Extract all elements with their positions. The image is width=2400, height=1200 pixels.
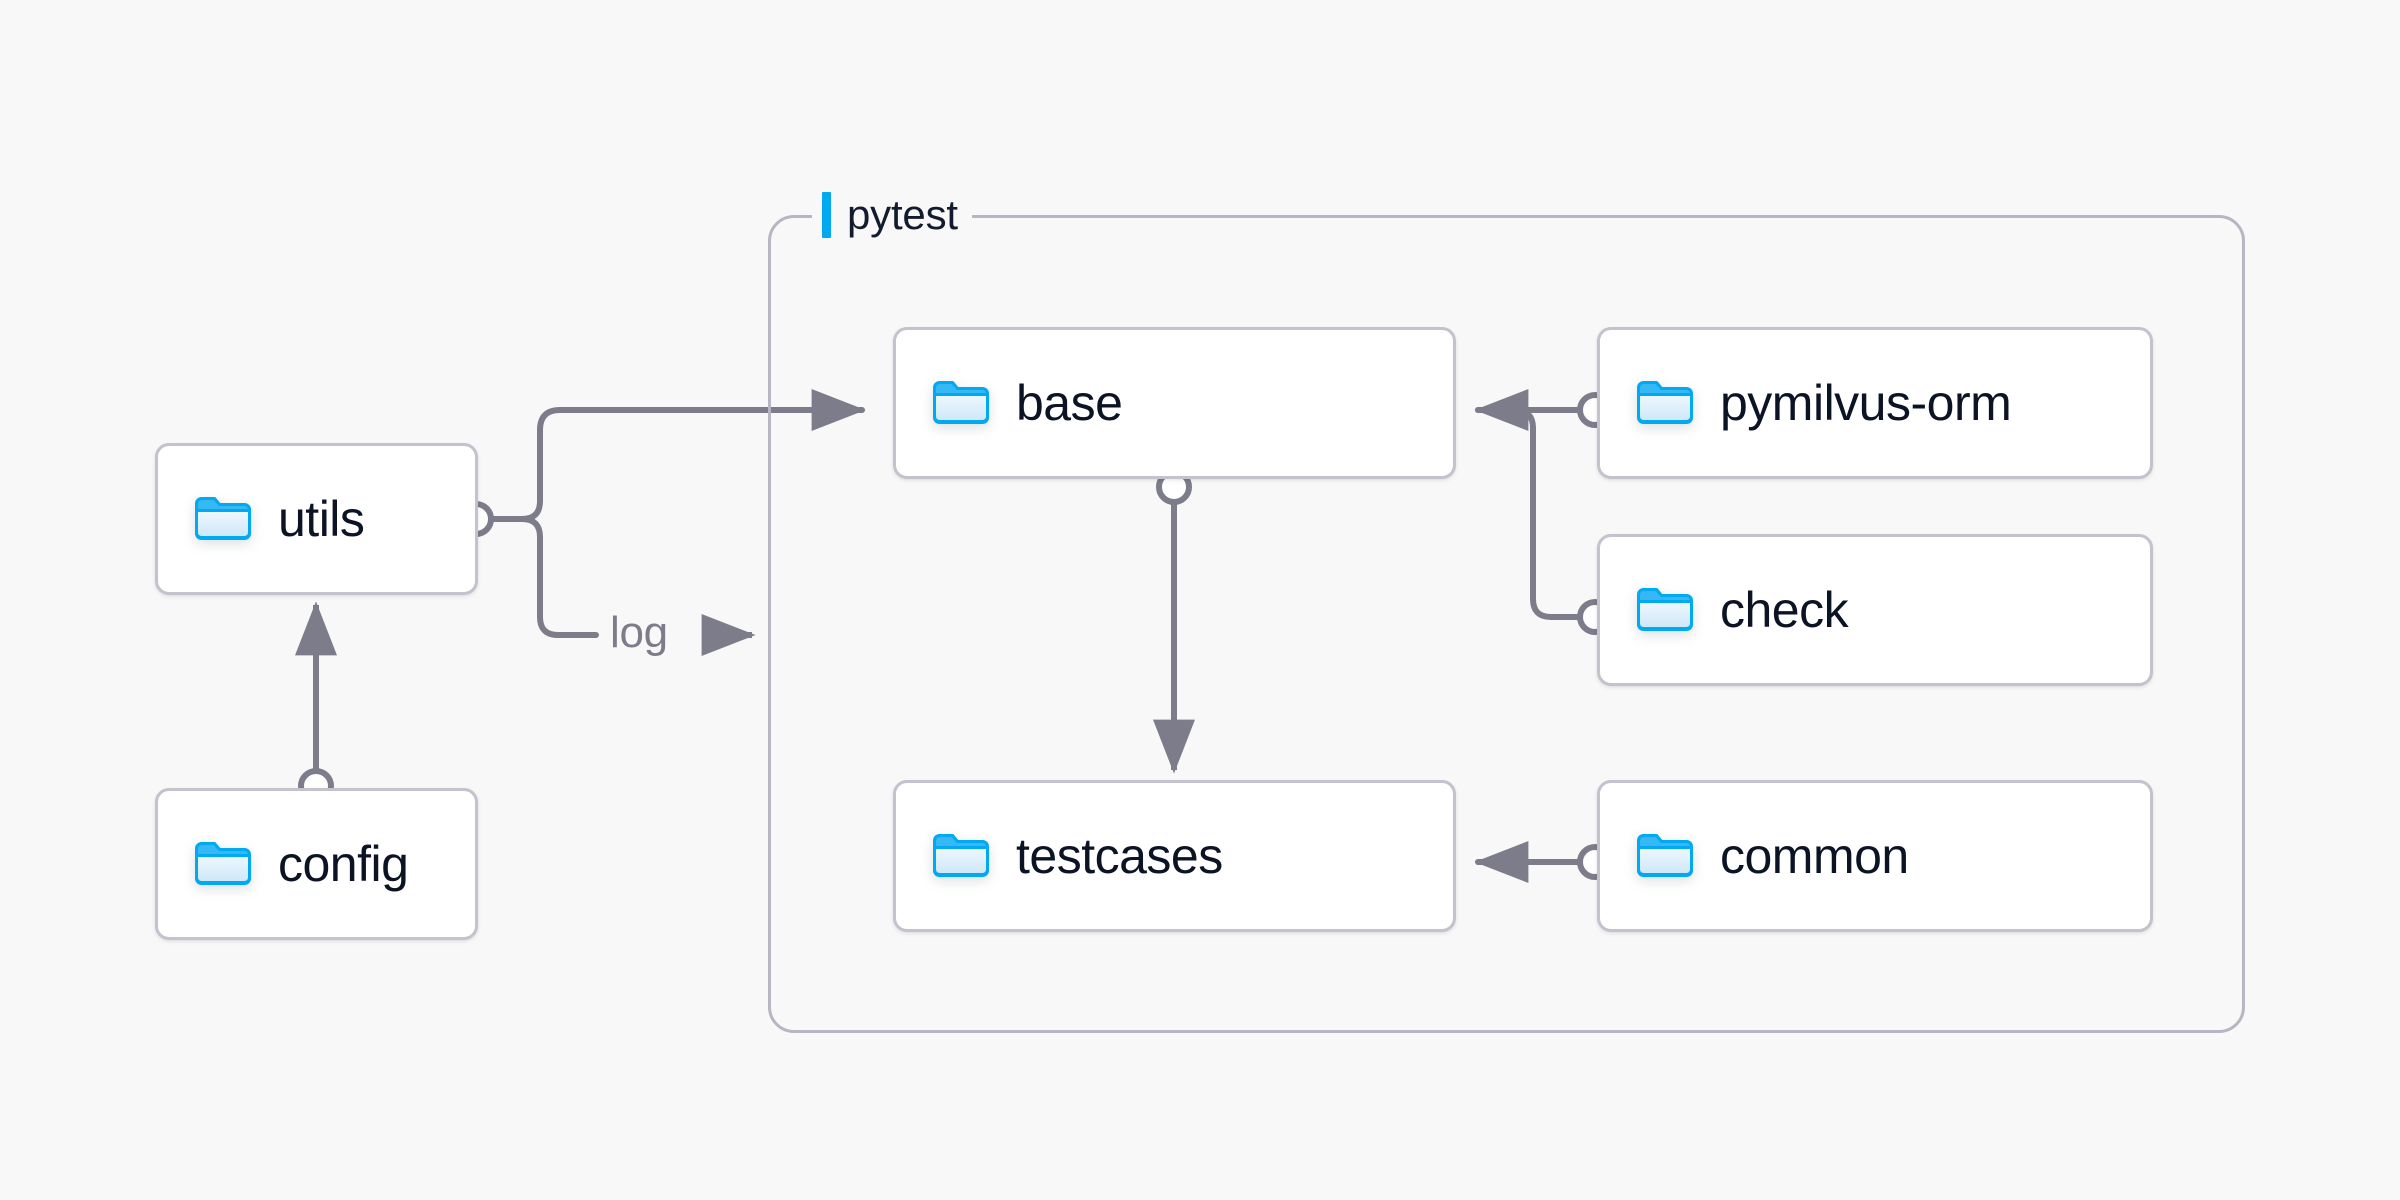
node-pymilvus-orm[interactable]: pymilvus-orm <box>1597 327 2153 479</box>
node-base[interactable]: base <box>893 327 1456 479</box>
node-common[interactable]: common <box>1597 780 2153 932</box>
node-pymilvus-orm-label: pymilvus-orm <box>1720 375 2012 431</box>
node-common-label: common <box>1720 828 1909 884</box>
group-pytest-label-text: pytest <box>847 191 958 238</box>
node-base-label: base <box>1016 375 1123 431</box>
folder-icon <box>1637 381 1693 424</box>
folder-icon <box>1637 834 1693 877</box>
edge-label-log: log <box>604 608 674 658</box>
node-utils[interactable]: utils <box>155 443 478 595</box>
node-config[interactable]: config <box>155 788 478 940</box>
folder-icon <box>1637 588 1693 631</box>
node-check[interactable]: check <box>1597 534 2153 686</box>
folder-icon <box>195 497 251 540</box>
folder-icon <box>195 842 251 885</box>
node-testcases-label: testcases <box>1016 828 1223 884</box>
group-pytest-label: pytest <box>812 187 972 243</box>
edge-label-log-text: log <box>610 608 668 657</box>
node-testcases[interactable]: testcases <box>893 780 1456 932</box>
node-check-label: check <box>1720 582 1849 638</box>
node-utils-label: utils <box>278 491 365 547</box>
node-config-label: config <box>278 836 409 892</box>
folder-icon <box>933 834 989 877</box>
accent-bar-icon <box>822 192 831 238</box>
group-pytest[interactable] <box>768 215 2245 1033</box>
folder-icon <box>933 381 989 424</box>
